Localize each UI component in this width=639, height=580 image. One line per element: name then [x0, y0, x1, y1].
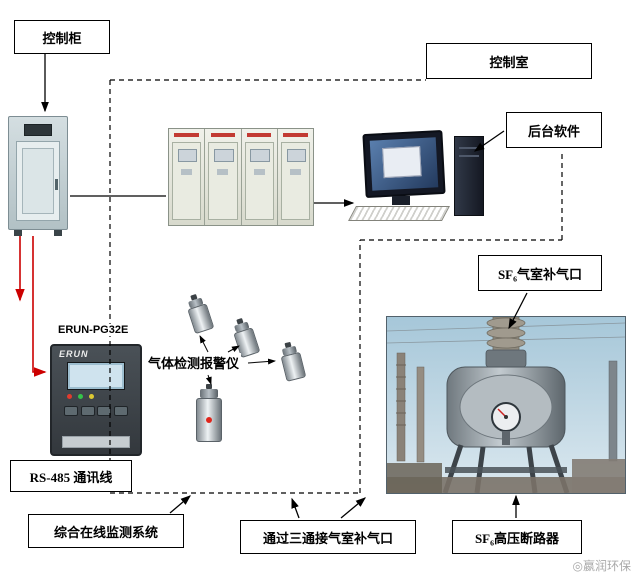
- label-box-backend-software: 后台软件: [506, 112, 602, 148]
- switchgear-panel: [241, 129, 278, 225]
- watermark: ◎嬴润环保: [572, 559, 631, 573]
- erun-brand-text: ERUN: [59, 349, 89, 359]
- switchgear-panel: [205, 129, 242, 225]
- switchgear-panels-image: [168, 128, 314, 226]
- sf6-breaker-photo: [386, 316, 626, 494]
- monitor-screen: [369, 137, 439, 191]
- monitor-stand: [392, 196, 410, 205]
- switchgear-panel: [169, 129, 206, 225]
- erun-screen: [67, 362, 125, 390]
- cabinet-door: [16, 141, 60, 221]
- gas-sensor-4: [196, 384, 222, 442]
- gas-detector-label: 气体检测报警仪: [146, 353, 242, 372]
- computer-image: [348, 129, 490, 225]
- top-insulator-column: [485, 317, 527, 368]
- erun-status-leds: [67, 394, 94, 399]
- control-cabinet-image: [8, 116, 68, 236]
- erun-bottom-label: [62, 436, 130, 448]
- cabinet-display: [24, 124, 52, 136]
- label-box-monitoring-system: 综合在线监测系统: [28, 514, 184, 548]
- gas-sensor-3: [275, 339, 309, 382]
- label-box-sf6-gas-port: SF₆气室补气口: [478, 255, 602, 291]
- switchgear-panel: [277, 129, 313, 225]
- gas-sensor-1: [181, 291, 217, 335]
- rs485-red-wires: [15, 236, 47, 377]
- label-box-tee-port: 通过三通接气室补气口: [240, 520, 416, 554]
- erun-controller-image: ERUN: [50, 344, 142, 456]
- support-legs: [442, 444, 570, 493]
- cabinet-body: [8, 116, 68, 230]
- computer-keyboard: [348, 206, 450, 221]
- erun-model-label: ERUN-PG32E: [56, 324, 131, 336]
- computer-monitor: [362, 129, 446, 199]
- sensor-led: [206, 417, 212, 423]
- ground-structures: [387, 459, 625, 493]
- pressure-gauge: [491, 402, 521, 445]
- label-box-rs485: RS-485 通讯线: [10, 460, 132, 492]
- label-box-control-cabinet: 控制柜: [14, 20, 110, 54]
- erun-buttons: [64, 406, 128, 416]
- computer-tower: [454, 136, 484, 216]
- breaker-photo-art: [387, 317, 625, 493]
- label-box-control-room: 控制室: [426, 43, 592, 79]
- cabinet-handle: [55, 179, 58, 190]
- label-box-sf6-breaker: SF₆高压断路器: [452, 520, 582, 554]
